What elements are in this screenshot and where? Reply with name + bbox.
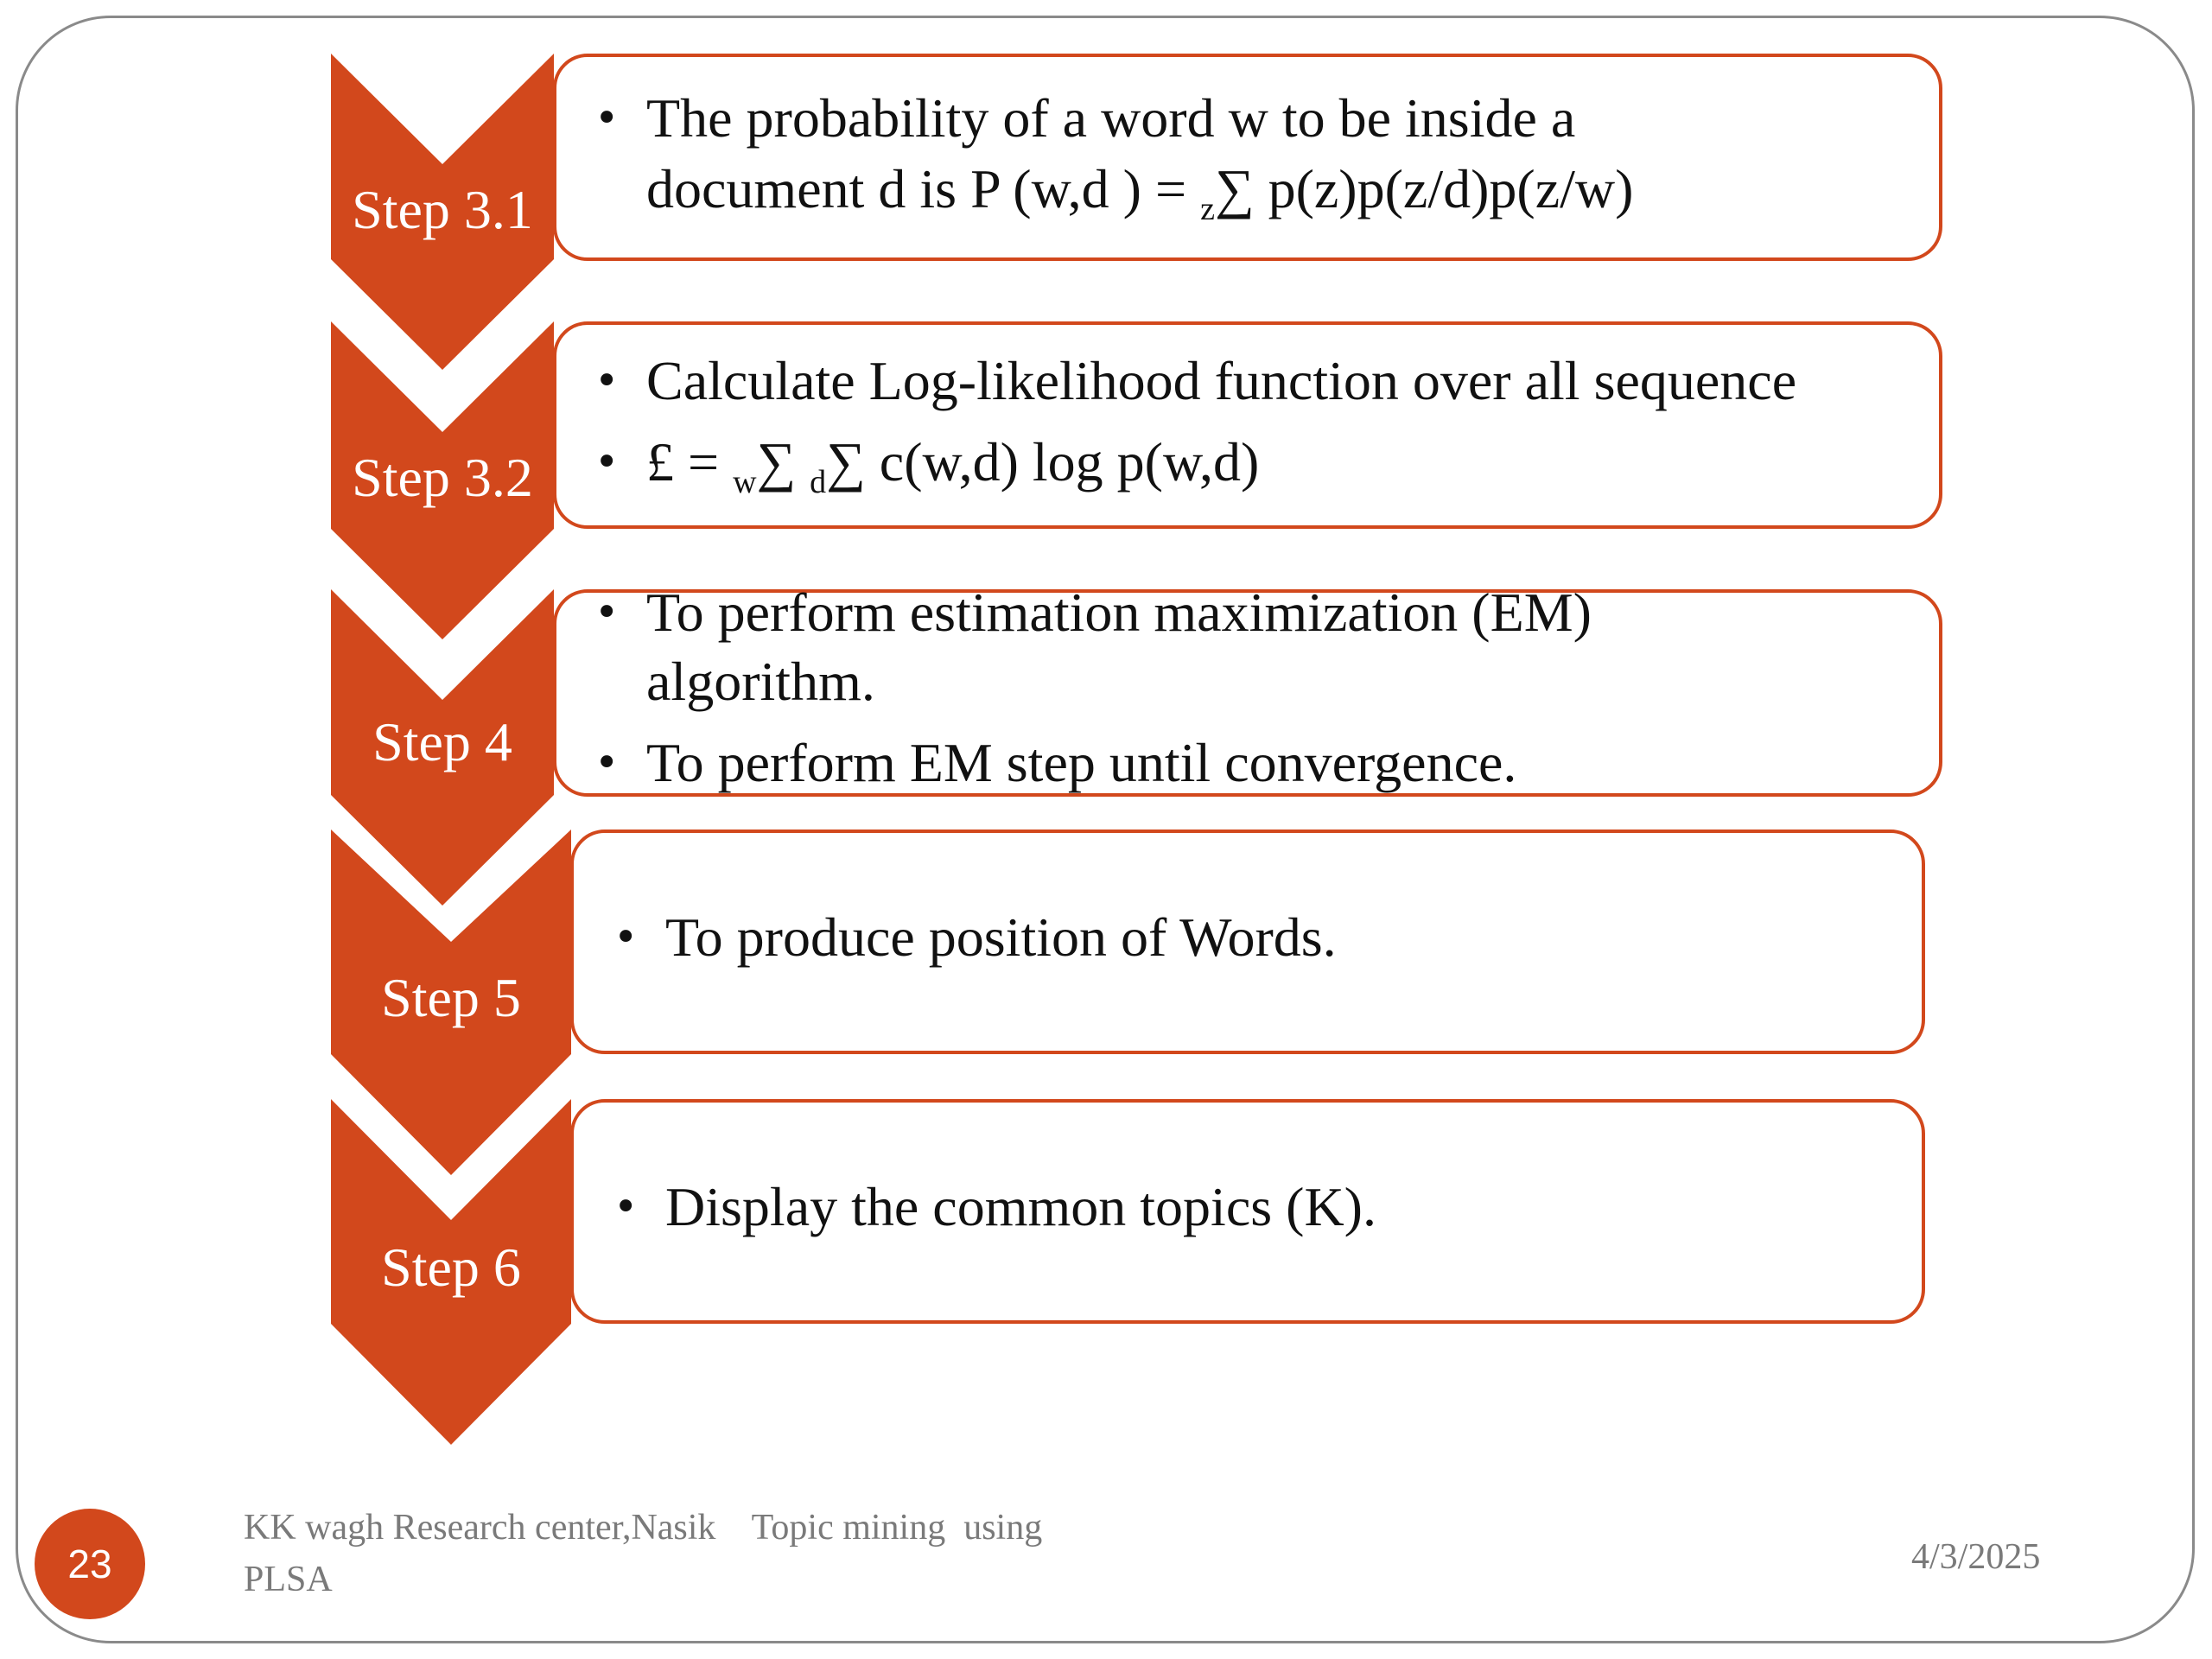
footer-date: 4/3/2025 — [1911, 1537, 2041, 1577]
footer-source: KK wagh Research center,Nasik Topic mini… — [244, 1502, 1108, 1605]
bullet-icon: • — [594, 357, 620, 405]
step-5-bullet-1: •To produce position of Words. — [613, 902, 1337, 973]
step-4-label: Step 4 — [372, 711, 512, 772]
step-6-box — [570, 1099, 1925, 1324]
bullet-icon: • — [594, 94, 620, 143]
step-6-chevron — [331, 1099, 571, 1445]
step-3-2-box — [553, 321, 1942, 529]
step-5-box — [570, 830, 1925, 1054]
step-3-2-label: Step 3.2 — [352, 447, 533, 508]
step-3-1-bullet-1-cont: document d is P (w,d ) = z∑ p(z)p(z/d)p(… — [646, 158, 1634, 227]
slide-number-badge: 23 — [35, 1509, 145, 1619]
slide-number: 23 — [67, 1541, 112, 1586]
step-3-2-bullet-1: •Calculate Log-likelihood function over … — [594, 346, 1796, 416]
step-3-1-bullet-1: •The probability of a word w to be insid… — [594, 83, 1575, 154]
step-3-1-box — [553, 54, 1942, 261]
step-4-bullet-1: •To perform estimation maximization (EM) — [594, 577, 1592, 648]
step-4-box — [553, 589, 1942, 797]
bullet-icon: • — [613, 913, 639, 962]
step-3-2-chevron — [331, 321, 554, 639]
footer-source-line-1: KK wagh Research center,Nasik Topic mini… — [244, 1508, 1043, 1548]
step-5-chevron — [331, 830, 571, 1175]
bullet-icon: • — [613, 1183, 639, 1231]
bullet-icon: • — [594, 739, 620, 787]
step-3-1-label: Step 3.1 — [352, 179, 533, 240]
step-6-label: Step 6 — [381, 1236, 521, 1298]
bullet-icon: • — [594, 438, 620, 486]
bullet-icon: • — [594, 588, 620, 637]
step-6-bullet-1: •Display the common topics (K). — [613, 1172, 1376, 1243]
step-4-chevron — [331, 589, 554, 906]
step-4-bullet-1-cont: algorithm. — [646, 651, 875, 712]
step-3-1-chevron — [331, 54, 554, 370]
step-5-label: Step 5 — [381, 967, 521, 1028]
step-3-2-bullet-2: •£ = w∑ d∑ c(w,d) log p(w,d) — [594, 427, 1259, 518]
step-4-bullet-2: •To perform EM step until convergence. — [594, 728, 1516, 798]
footer-source-line-2: PLSA — [244, 1560, 333, 1599]
